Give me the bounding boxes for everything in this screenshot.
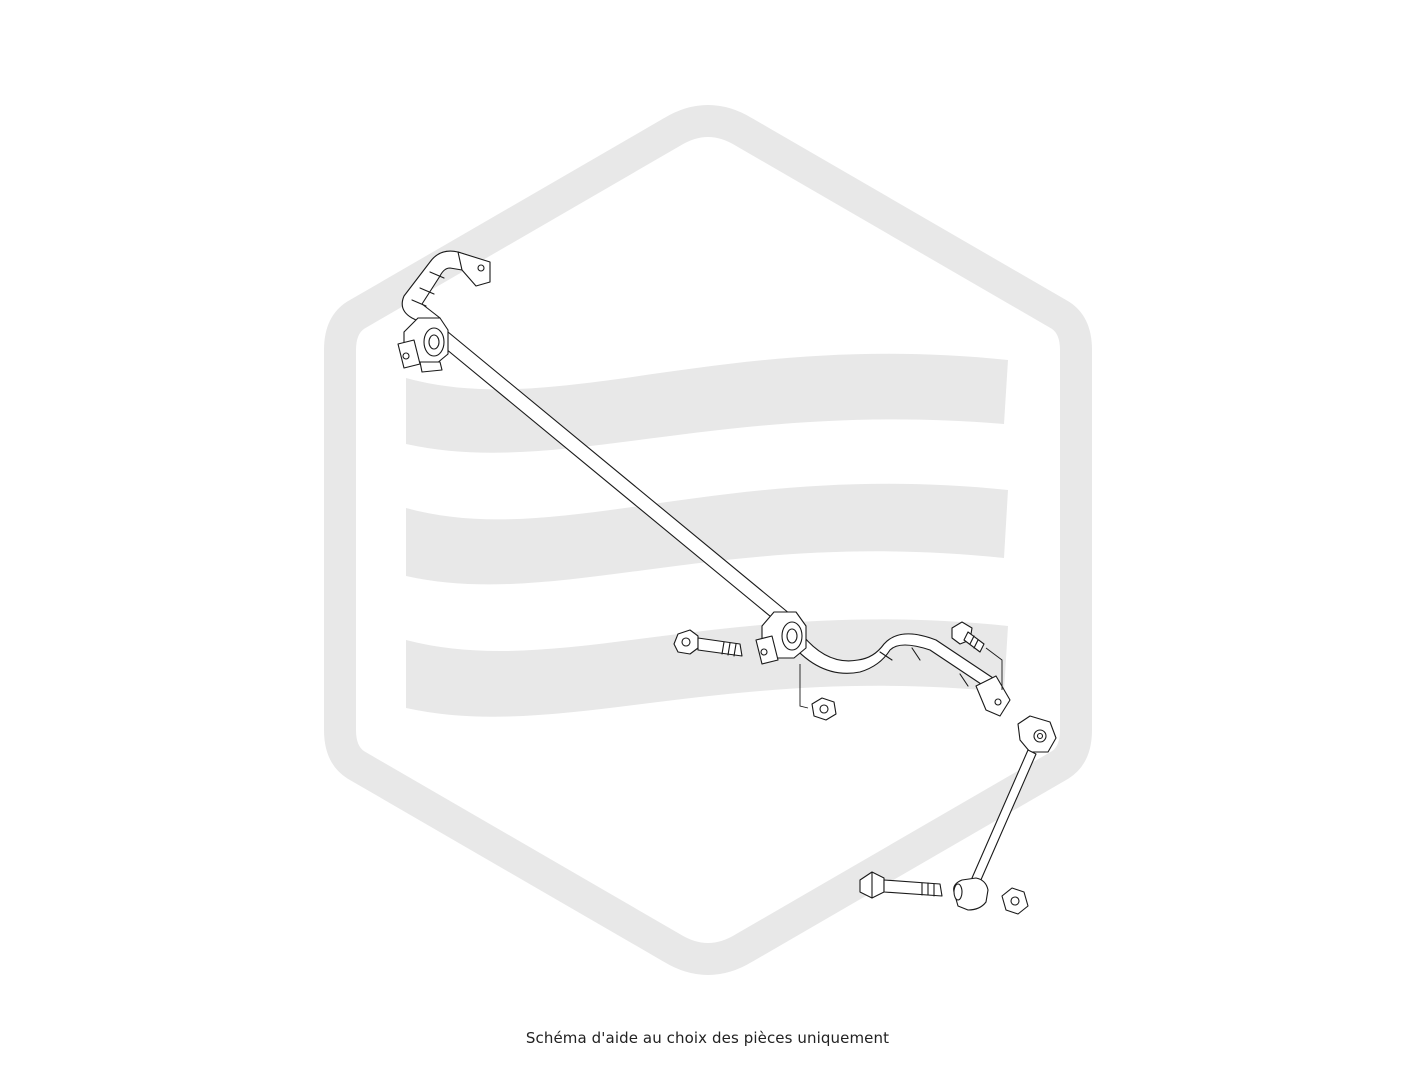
diagram-caption: Schéma d'aide au choix des pièces unique…	[525, 1029, 890, 1047]
bar-left-eye	[457, 251, 491, 287]
watermark-wave-1	[406, 353, 1008, 453]
leader-bushing-nut	[799, 664, 809, 709]
bar-left-end	[401, 250, 481, 331]
end-stud	[951, 621, 985, 653]
link-nut	[1001, 887, 1029, 915]
link-bolt	[859, 871, 943, 899]
stabilizer-bar	[401, 250, 1011, 717]
watermark-wave-3	[406, 619, 1008, 717]
leader-end-stud	[985, 647, 1003, 690]
bushing-bolt	[673, 629, 743, 657]
watermark-hexagon	[324, 105, 1092, 975]
watermark-logo	[324, 105, 1092, 975]
bar-right-eye-hole	[994, 698, 1002, 706]
watermark-wave-2	[406, 483, 1008, 585]
bar-right-eye	[975, 675, 1011, 717]
bar-bushing-right	[755, 611, 807, 665]
bar-left-eye-hole	[477, 264, 485, 272]
bushing-nut	[811, 697, 837, 721]
stabilizer-link	[953, 715, 1057, 911]
bar-bushing-left	[397, 317, 449, 373]
